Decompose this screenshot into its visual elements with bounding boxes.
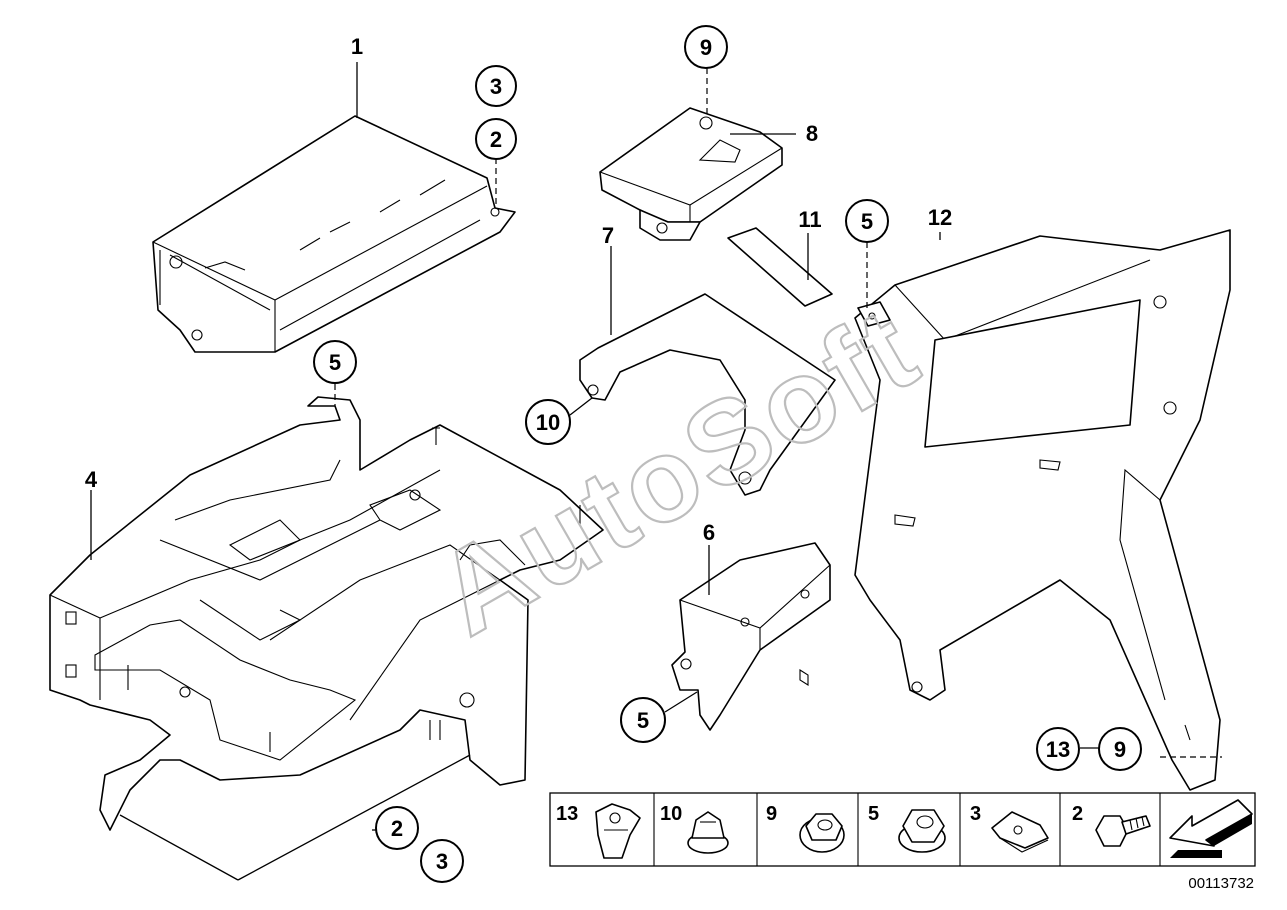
- svg-text:3: 3: [970, 803, 981, 825]
- svg-text:12: 12: [928, 205, 952, 230]
- callout-5-bracket: 5: [845, 199, 889, 243]
- legend-item-5: 5: [868, 803, 946, 853]
- callout-8: 8: [806, 121, 818, 146]
- part-1-control-unit: [152, 115, 516, 353]
- callout-5-unit: 5: [620, 697, 666, 743]
- svg-text:10: 10: [536, 410, 560, 435]
- svg-text:9: 9: [1114, 737, 1126, 762]
- svg-text:13: 13: [1046, 737, 1070, 762]
- part-8-sensor-module: [599, 107, 783, 241]
- fastener-legend: 13 10 9 5: [549, 792, 1256, 867]
- leader-lines: [90, 62, 1222, 881]
- callout-12: 12: [928, 205, 952, 230]
- svg-text:9: 9: [766, 803, 777, 825]
- legend-item-3: 3: [970, 803, 1049, 853]
- hex-nut-icon: [799, 813, 845, 853]
- legend-item-10: 10: [660, 803, 729, 854]
- svg-text:1: 1: [351, 34, 363, 59]
- callout-9-bottom: 9: [1098, 727, 1142, 771]
- svg-text:5: 5: [637, 708, 649, 733]
- callout-11: 11: [798, 207, 821, 232]
- svg-text:13: 13: [556, 803, 578, 825]
- svg-text:5: 5: [861, 209, 873, 234]
- callout-13: 13: [1036, 727, 1080, 771]
- document-id: 00113732: [1188, 875, 1254, 892]
- svg-text:6: 6: [703, 520, 715, 545]
- callout-3-bottom: 3: [420, 839, 464, 883]
- svg-text:5: 5: [868, 803, 879, 825]
- callout-1: 1: [351, 34, 363, 59]
- callout-9-top: 9: [684, 25, 728, 69]
- arrow-back-icon[interactable]: [1169, 799, 1253, 858]
- svg-text:11: 11: [798, 207, 821, 232]
- callout-4: 4: [85, 467, 98, 492]
- part-11-adhesive-pad: [727, 227, 833, 307]
- svg-text:5: 5: [329, 350, 341, 375]
- svg-text:3: 3: [490, 74, 502, 99]
- part-4-carrier-bracket: [49, 396, 604, 831]
- svg-text:4: 4: [85, 467, 98, 492]
- part-12-large-bracket: [854, 229, 1231, 791]
- callout-10: 10: [525, 399, 571, 445]
- callout-6: 6: [703, 520, 715, 545]
- svg-text:3: 3: [436, 849, 448, 874]
- svg-text:7: 7: [602, 223, 614, 248]
- part-7-bracket: [579, 293, 836, 496]
- callout-2-bottom: 2: [375, 806, 419, 850]
- svg-text:8: 8: [806, 121, 818, 146]
- spring-clip-icon: [991, 811, 1049, 853]
- callout-7: 7: [602, 223, 614, 248]
- cap-nut-icon: [687, 811, 729, 854]
- svg-text:2: 2: [490, 127, 502, 152]
- callout-2-top: 2: [475, 118, 517, 160]
- svg-text:2: 2: [391, 816, 403, 841]
- legend-item-9: 9: [766, 803, 845, 853]
- hex-collar-nut-icon: [898, 809, 946, 853]
- clip-nut-icon: [595, 803, 641, 859]
- callout-5-left: 5: [313, 340, 357, 384]
- hex-bolt-icon: [1095, 815, 1151, 847]
- svg-text:9: 9: [700, 35, 712, 60]
- callout-3-top: 3: [475, 65, 517, 107]
- legend-item-13: 13: [556, 803, 641, 859]
- legend-item-2: 2: [1072, 803, 1151, 847]
- svg-text:10: 10: [660, 803, 682, 825]
- part-6-antenna-unit: [671, 542, 831, 731]
- svg-text:2: 2: [1072, 803, 1083, 825]
